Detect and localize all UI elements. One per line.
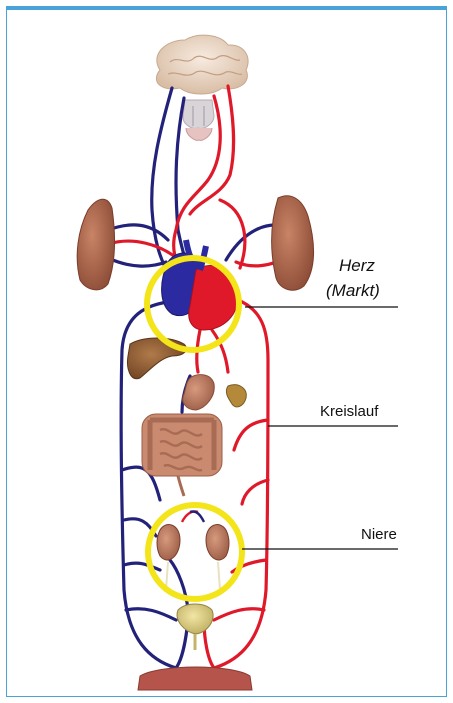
spleen-organ <box>226 385 246 407</box>
left-lung-organ <box>77 199 114 290</box>
pelvic-tissue <box>138 667 252 690</box>
liver-organ <box>128 338 187 379</box>
label-kreislauf: Kreislauf <box>320 403 378 420</box>
kidneys-organ <box>157 511 229 590</box>
label-niere: Niere <box>361 526 397 543</box>
right-lung-organ <box>272 196 314 290</box>
brain-organ <box>156 35 248 94</box>
label-markt: (Markt) <box>326 281 380 301</box>
bladder-organ <box>177 604 213 634</box>
label-herz: Herz <box>339 256 375 276</box>
thyroid-organ <box>183 100 214 140</box>
